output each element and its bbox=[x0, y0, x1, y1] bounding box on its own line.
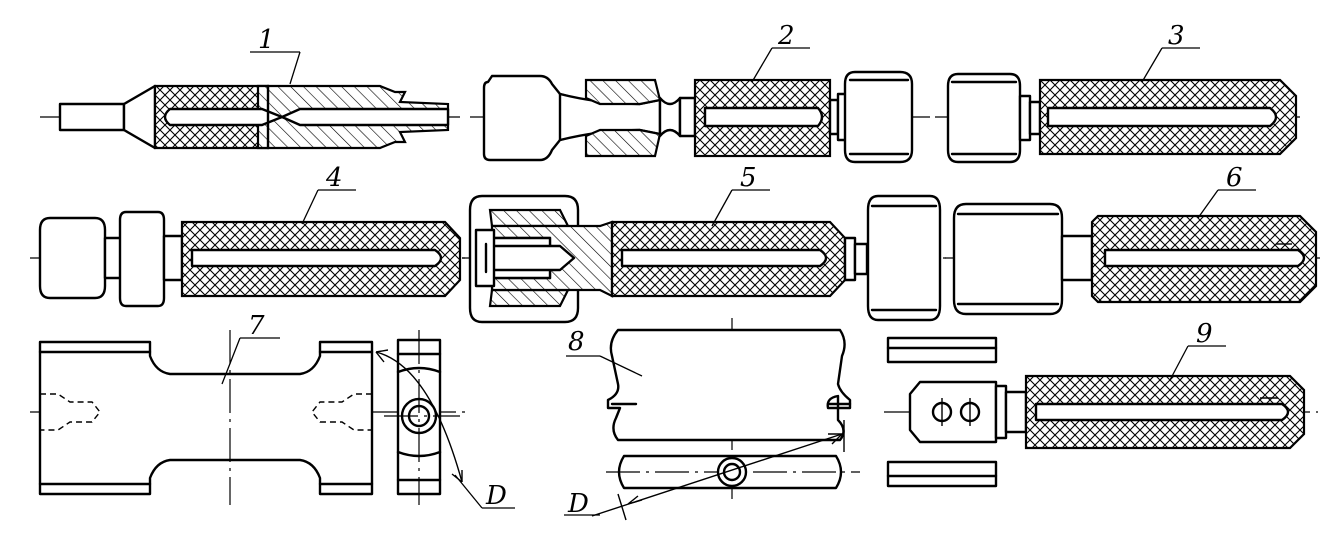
label-part-8: 8 bbox=[568, 327, 585, 357]
part-4 bbox=[30, 189, 465, 308]
part-9 bbox=[884, 336, 1318, 488]
label-part-9: 9 bbox=[1196, 319, 1213, 349]
label-part-3: 3 bbox=[1168, 21, 1185, 51]
label-part-6: 6 bbox=[1226, 163, 1243, 193]
part-6 bbox=[945, 189, 1320, 316]
part-2 bbox=[470, 47, 930, 164]
part-5 bbox=[462, 189, 950, 324]
part-8 bbox=[564, 318, 860, 521]
label-part-2: 2 bbox=[777, 21, 795, 51]
label-part-7: 7 bbox=[248, 311, 265, 341]
label-part-5: 5 bbox=[740, 163, 757, 193]
label-part-1: 1 bbox=[258, 25, 275, 55]
label-dimension-d-left: D bbox=[485, 481, 507, 511]
label-dimension-d-right: D bbox=[567, 489, 589, 519]
part-3 bbox=[935, 47, 1300, 164]
part-1 bbox=[40, 51, 460, 150]
part-7 bbox=[30, 330, 515, 509]
label-part-4: 4 bbox=[325, 163, 343, 193]
